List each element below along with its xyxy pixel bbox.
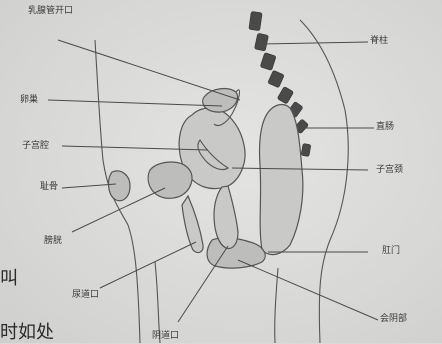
label-perineum: 会阴部 (380, 314, 407, 324)
rectum (260, 104, 303, 254)
ovary (203, 89, 238, 113)
body-back-contour (300, 20, 348, 343)
label-cervix: 子宫颈 (376, 165, 403, 175)
label-anus: 肛门 (382, 246, 400, 256)
label-ovary: 卵巢 (20, 95, 38, 105)
label-spine: 脊柱 (370, 36, 388, 46)
page-text-fragment-a: 叫 (0, 264, 18, 290)
label-vaginal-opening: 阴道口 (152, 331, 179, 341)
page-text-fragment-b: 时如处 (0, 318, 54, 344)
label-rectum: 直肠 (376, 122, 394, 132)
pubic-bone (109, 171, 130, 201)
label-pubic-bone: 耻骨 (40, 182, 58, 192)
label-bladder: 膀胱 (44, 236, 62, 246)
thigh-contour-right (275, 268, 278, 343)
label-uterine-cavity: 子宫腔 (22, 141, 49, 151)
label-mammary-duct-opening: 乳腺管开口 (28, 6, 73, 16)
label-urethral-opening: 尿道口 (72, 290, 99, 300)
